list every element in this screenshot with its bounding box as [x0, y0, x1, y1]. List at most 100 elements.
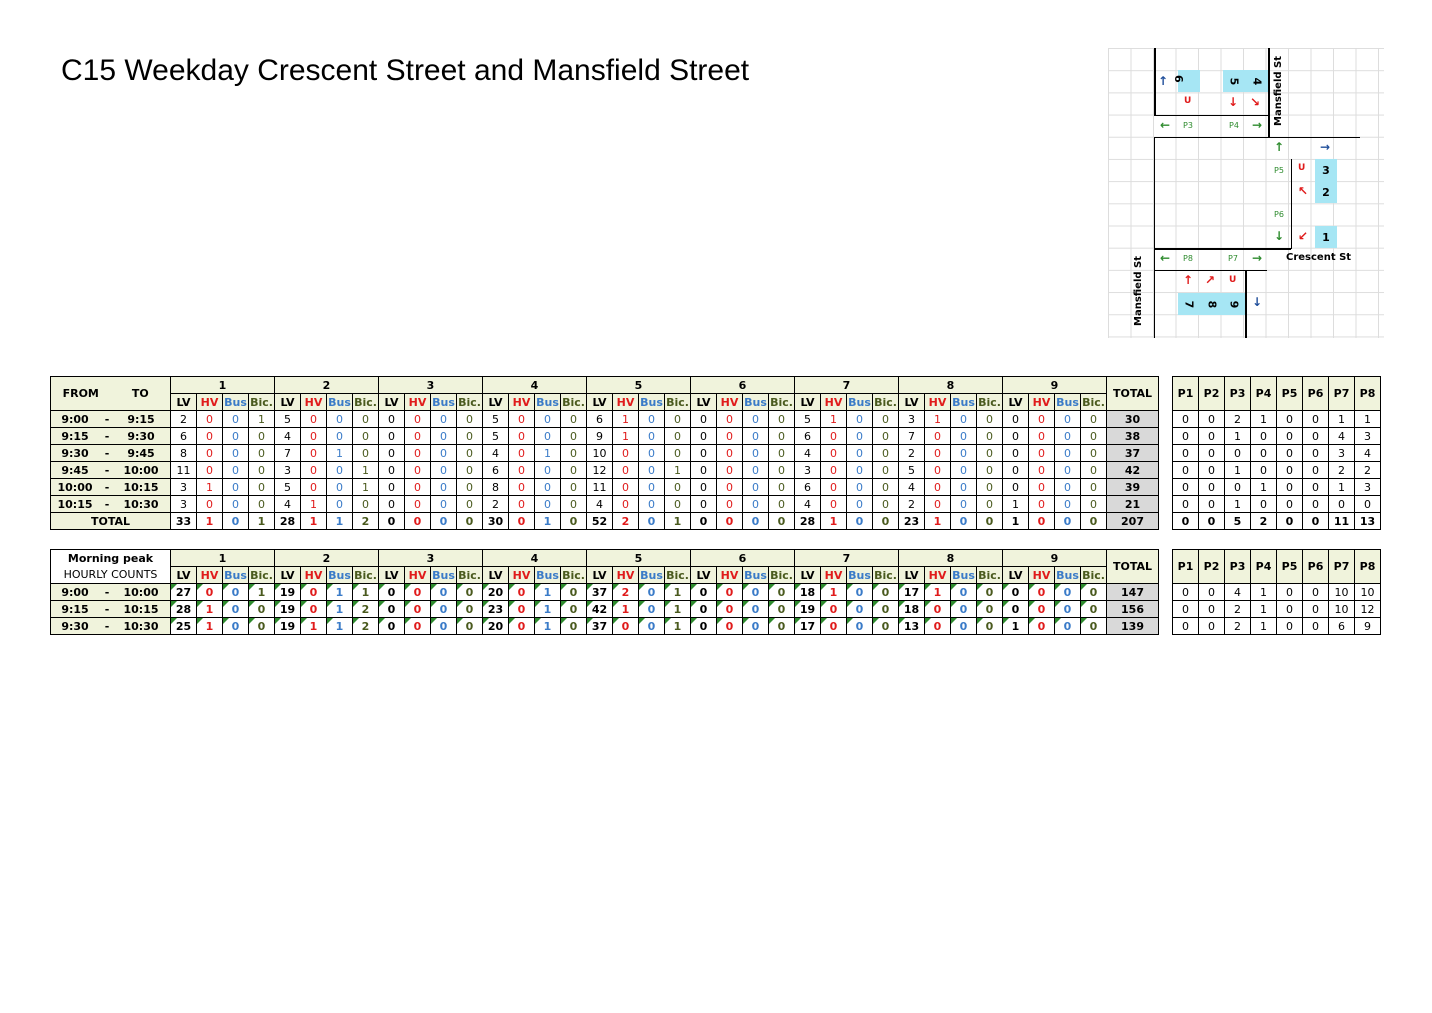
count-cell: 0 — [1054, 427, 1081, 445]
ped-p6-label: P6 — [1274, 210, 1284, 219]
ped-count: 0 — [1276, 600, 1303, 618]
count-cell: 0 — [1080, 495, 1107, 513]
header-p7: P7 — [1328, 549, 1355, 584]
intersection-diagram: 6 5 4 ↑ U ↓ ↘ ← P3 P4 → Mansfield St ↑ →… — [1108, 48, 1384, 338]
time-range: 9:15-10:15 — [50, 600, 171, 618]
count-cell: 0 — [534, 495, 561, 513]
ped-count: 0 — [1250, 461, 1277, 479]
total-count-cell: 1 — [664, 512, 691, 530]
count-cell: 4 — [794, 444, 821, 462]
street-label-crescent: Crescent St — [1286, 252, 1352, 263]
count-cell: 19 — [274, 600, 301, 618]
count-cell: 0 — [1028, 461, 1055, 479]
count-cell: 0 — [196, 461, 223, 479]
count-cell: 0 — [560, 495, 587, 513]
count-cell: 0 — [456, 583, 483, 601]
count-cell: 0 — [1002, 410, 1029, 428]
count-cell: 1 — [612, 427, 639, 445]
count-cell: 0 — [352, 495, 379, 513]
header-hv: HV — [508, 566, 535, 584]
time-from: 10:00 — [57, 480, 93, 494]
ped-count: 0 — [1224, 444, 1251, 462]
count-cell: 28 — [170, 600, 197, 618]
header-bus: Bus — [638, 566, 665, 584]
ped-count: 2 — [1354, 461, 1381, 479]
ped-total: 0 — [1198, 512, 1225, 530]
count-cell: 6 — [586, 410, 613, 428]
count-cell: 0 — [456, 478, 483, 496]
count-cell: 0 — [1028, 410, 1055, 428]
header-bic: Bic. — [976, 393, 1003, 411]
count-cell: 0 — [690, 600, 717, 618]
header-bus: Bus — [326, 393, 353, 411]
count-cell: 0 — [742, 444, 769, 462]
u-turn-icon: U — [1229, 275, 1237, 285]
count-cell: 0 — [612, 495, 639, 513]
header-bus: Bus — [950, 566, 977, 584]
count-cell: 0 — [222, 478, 249, 496]
header-hv: HV — [1028, 566, 1055, 584]
count-cell: 0 — [872, 495, 899, 513]
ped-count: 1 — [1224, 495, 1251, 513]
ped-count: 1 — [1250, 410, 1277, 428]
count-cell: 0 — [846, 617, 873, 635]
count-cell: 0 — [976, 583, 1003, 601]
ped-count: 1 — [1328, 478, 1355, 496]
ped-total: 13 — [1354, 512, 1381, 530]
header-bus: Bus — [430, 393, 457, 411]
header-hv: HV — [404, 393, 431, 411]
header-movement-4: 4 — [482, 549, 587, 567]
header-hv: HV — [820, 393, 847, 411]
count-cell: 0 — [1080, 444, 1107, 462]
header-lv: LV — [378, 566, 405, 584]
count-cell: 0 — [1080, 478, 1107, 496]
count-cell: 19 — [274, 617, 301, 635]
total-count-cell: 0 — [560, 512, 587, 530]
ped-count: 0 — [1354, 495, 1381, 513]
count-cell: 4 — [586, 495, 613, 513]
count-cell: 0 — [352, 410, 379, 428]
count-cell: 0 — [1002, 444, 1029, 462]
time-to: 9:30 — [127, 429, 155, 443]
count-cell: 0 — [1028, 444, 1055, 462]
count-cell: 0 — [378, 410, 405, 428]
count-cell: 0 — [534, 427, 561, 445]
header-movement-8: 8 — [898, 376, 1003, 394]
header-movement-7: 7 — [794, 376, 899, 394]
total-count-cell: 0 — [404, 512, 431, 530]
time-to: 10:00 — [123, 463, 159, 477]
header-p4: P4 — [1250, 549, 1277, 584]
movement-2-cell: 2 — [1315, 181, 1337, 203]
count-cell: 0 — [300, 461, 327, 479]
count-cell: 0 — [378, 478, 405, 496]
movement-1-cell: 1 — [1315, 226, 1337, 248]
ped-count: 1 — [1250, 478, 1277, 496]
count-cell: 0 — [1080, 583, 1107, 601]
count-cell: 0 — [872, 410, 899, 428]
count-cell: 3 — [170, 495, 197, 513]
count-cell: 6 — [794, 478, 821, 496]
header-movement-9: 9 — [1002, 549, 1107, 567]
count-cell: 0 — [456, 427, 483, 445]
count-cell: 0 — [1054, 478, 1081, 496]
header-bic: Bic. — [560, 566, 587, 584]
count-cell: 0 — [846, 444, 873, 462]
header-p2: P2 — [1198, 376, 1225, 411]
ped-count: 0 — [1250, 444, 1277, 462]
total-count-cell: 1 — [924, 512, 951, 530]
count-cell: 0 — [768, 461, 795, 479]
count-cell: 1 — [248, 583, 275, 601]
ped-count: 3 — [1354, 427, 1381, 445]
count-cell: 0 — [430, 600, 457, 618]
ped-count: 0 — [1198, 495, 1225, 513]
count-cell: 0 — [456, 461, 483, 479]
count-cell: 0 — [768, 617, 795, 635]
count-cell: 0 — [430, 461, 457, 479]
ped-count: 0 — [1276, 410, 1303, 428]
header-bus: Bus — [742, 393, 769, 411]
ped-count: 1 — [1328, 410, 1355, 428]
header-bic: Bic. — [872, 566, 899, 584]
